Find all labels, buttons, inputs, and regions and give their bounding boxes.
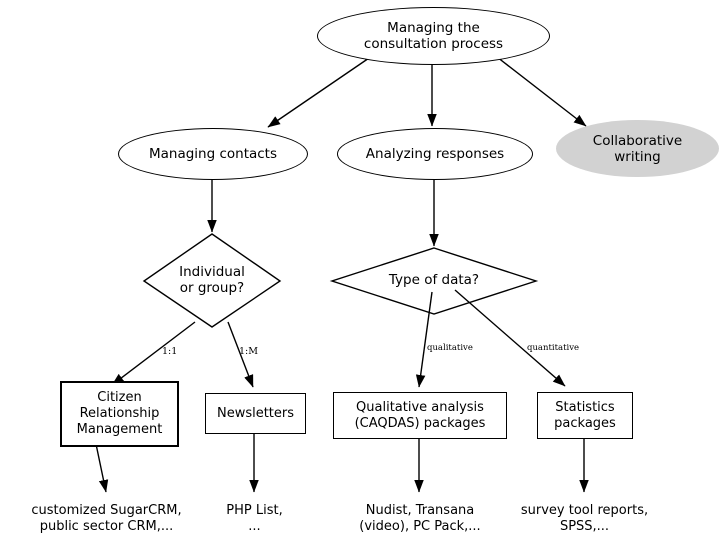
node-caqdas-line2: (CAQDAS) packages bbox=[354, 415, 486, 431]
text-caqdas-examples-line1: Nudist, Transana bbox=[365, 503, 475, 518]
node-root-line1: Managing the bbox=[387, 20, 480, 36]
edge-label-one-to-one: 1:1 bbox=[162, 346, 178, 357]
node-qualitative-analysis-caqdas[interactable]: Qualitative analysis (CAQDAS) packages bbox=[333, 392, 507, 439]
text-crm-examples-line2: public sector CRM,... bbox=[39, 519, 174, 534]
node-statistics-packages[interactable]: Statistics packages bbox=[537, 392, 633, 439]
node-managing-contacts-label: Managing contacts bbox=[148, 146, 278, 162]
node-statistics-line1: Statistics bbox=[555, 399, 615, 415]
node-managing-contacts[interactable]: Managing contacts bbox=[118, 128, 308, 180]
diamond-type-of-data-text: Type of data? bbox=[388, 272, 480, 288]
node-collaborative-writing-line1: Collaborative bbox=[592, 132, 683, 149]
node-collaborative-writing-line2: writing bbox=[614, 148, 661, 165]
edge-root-to-managing-contacts bbox=[267, 55, 373, 128]
diamond-type-of-data[interactable] bbox=[329, 247, 539, 315]
node-root-line2: consultation process bbox=[363, 36, 504, 52]
edge-label-qualitative: qualitative bbox=[427, 343, 473, 353]
node-collaborative-writing[interactable]: Collaborative writing bbox=[556, 120, 719, 177]
node-crm-line2: Relationship bbox=[79, 406, 160, 421]
node-crm-line3: Management bbox=[76, 422, 163, 437]
text-caqdas-examples-line2: (video), PC Pack,... bbox=[359, 519, 481, 534]
node-individual-or-group-label[interactable]: Individual or group? bbox=[152, 256, 272, 304]
text-statistics-examples-line2: SPSS,... bbox=[559, 519, 610, 534]
text-crm-examples: customized SugarCRM, public sector CRM,.… bbox=[4, 503, 209, 535]
edge-individual-to-crm bbox=[111, 321, 196, 386]
node-statistics-line2: packages bbox=[554, 415, 616, 431]
diamond-individual-or-group[interactable] bbox=[142, 233, 282, 328]
text-caqdas-examples: Nudist, Transana (video), PC Pack,... bbox=[330, 503, 510, 535]
node-newsletters[interactable]: Newsletters bbox=[205, 393, 306, 434]
edge-root-to-collaborative-writing bbox=[496, 56, 587, 127]
diamond-individual-line1: Individual bbox=[179, 264, 245, 280]
node-citizen-relationship-management[interactable]: Citizen Relationship Management bbox=[60, 381, 179, 447]
text-newsletter-examples-line1: PHP List, bbox=[226, 503, 283, 518]
edge-label-one-to-many: 1:M bbox=[239, 346, 258, 357]
diamond-individual-line2: or group? bbox=[179, 280, 245, 296]
node-root[interactable]: Managing the consultation process bbox=[317, 7, 550, 65]
text-statistics-examples: survey tool reports, SPSS,... bbox=[503, 503, 666, 535]
node-newsletters-label: Newsletters bbox=[216, 405, 295, 421]
node-crm-line1: Citizen bbox=[97, 390, 142, 405]
text-newsletter-examples-line2: ... bbox=[248, 519, 261, 534]
edge-crm-to-examples bbox=[95, 443, 109, 493]
edge-type-of-data-to-caqdas bbox=[415, 291, 433, 388]
text-crm-examples-line1: customized SugarCRM, bbox=[31, 503, 182, 518]
edge-individual-to-newsletters bbox=[227, 321, 254, 388]
node-type-of-data-label[interactable]: Type of data? bbox=[364, 266, 504, 294]
text-newsletter-examples: PHP List, ... bbox=[197, 503, 312, 535]
edge-label-quantitative: quantitative bbox=[527, 343, 580, 353]
node-analyzing-responses-label: Analyzing responses bbox=[365, 146, 505, 162]
text-statistics-examples-line1: survey tool reports, bbox=[520, 503, 649, 518]
node-caqdas-line1: Qualitative analysis bbox=[356, 399, 484, 415]
edge-type-of-data-to-statistics bbox=[454, 289, 566, 387]
node-analyzing-responses[interactable]: Analyzing responses bbox=[337, 128, 533, 180]
